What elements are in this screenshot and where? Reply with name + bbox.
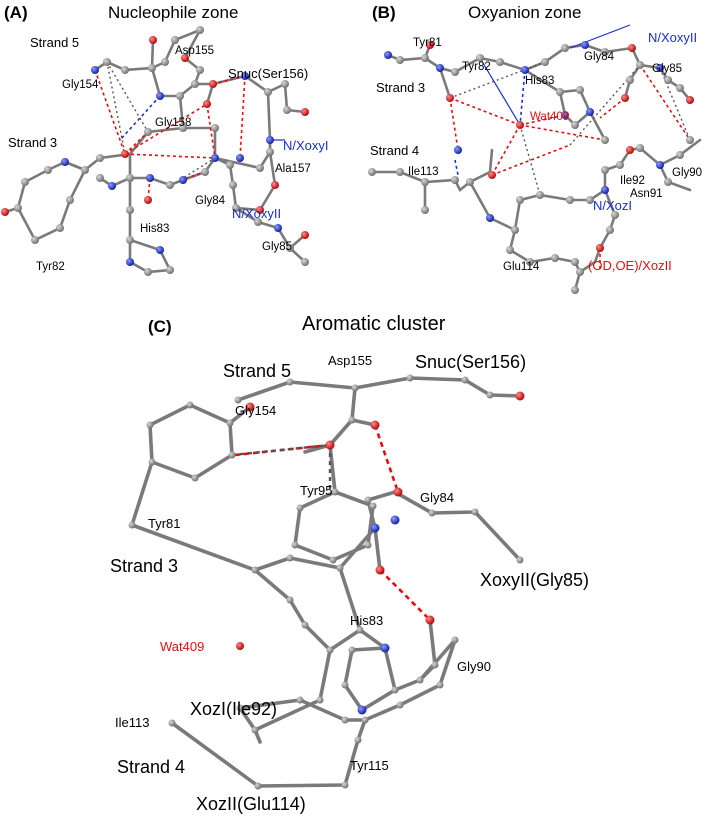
panel-c-title: Aromatic cluster: [302, 313, 446, 335]
label-gly84: Gly84: [195, 195, 226, 207]
label-c-strand4: Strand 4: [117, 757, 185, 777]
panel-c-aromatic-cluster: (C) Aromatic cluster: [110, 313, 589, 814]
label-b-gly85: Gly85: [652, 63, 682, 75]
label-b-tyr82: Tyr82: [462, 61, 491, 73]
label-c-tyr115: Tyr115: [350, 758, 389, 773]
panel-c-bonds: [130, 376, 522, 788]
label-c-tyr81: Tyr81: [148, 516, 181, 531]
label-gly85: Gly85: [262, 241, 292, 253]
label-b-tyr81: Tyr81: [413, 37, 442, 49]
panel-c-letter: (C): [148, 317, 172, 336]
label-b-glu114: Glu114: [503, 261, 540, 273]
panel-b-letter: (B): [372, 3, 396, 22]
label-b-wat409: Wat409: [530, 111, 569, 123]
label-c-strand5: Strand 5: [223, 361, 291, 381]
panel-c-labels: Strand 5 Asp155 Snuc(Ser156) Gly154 Tyr9…: [110, 352, 589, 814]
label-b-gly90: Gly90: [672, 167, 702, 179]
panel-a-labels: Strand 5 Asp155 Snuc(Ser156) Gly154 Gly1…: [8, 35, 329, 273]
label-nxoxy2: N/XoxyII: [232, 206, 281, 221]
label-c-asp155: Asp155: [328, 353, 372, 368]
panel-b-oxyanion-zone: (B) Oxyanion zone: [368, 3, 702, 294]
panel-b-title: Oxyanion zone: [468, 3, 581, 22]
label-c-snuc: Snuc(Ser156): [415, 352, 526, 372]
label-b-ile92: Ile92: [620, 175, 645, 187]
label-tyr82: Tyr82: [36, 261, 65, 273]
panel-a-nucleophile-zone: (A) Nucleophile zone: [1, 3, 329, 276]
label-c-xoxy2: XoxyII(Gly85): [480, 570, 589, 590]
label-ala157: Ala157: [275, 163, 311, 175]
panel-a-atoms: [1, 26, 309, 276]
label-gly154: Gly154: [62, 79, 99, 91]
label-asp155: Asp155: [175, 45, 214, 57]
panel-b-hbonds: [449, 24, 691, 270]
panel-c-atoms: [128, 374, 525, 790]
label-c-xoz2: XozII(Glu114): [196, 794, 306, 814]
label-b-gly84: Gly84: [584, 51, 615, 63]
panel-b-labels: Tyr81 Tyr82 His83 Gly84 N/XoxyII Gly85 S…: [370, 30, 702, 273]
panel-a-letter: (A): [4, 3, 28, 22]
label-b-ile113: Ile113: [408, 166, 438, 178]
label-b-nxoxy2: N/XoxyII: [648, 30, 697, 45]
panel-a-title: Nucleophile zone: [108, 3, 238, 22]
label-his83: His83: [140, 223, 169, 235]
label-b-asn91: Asn91: [630, 188, 663, 200]
label-strand5: Strand 5: [30, 35, 79, 50]
label-c-xoz1: XozI(Ile92): [190, 699, 277, 719]
label-strand3: Strand 3: [8, 135, 57, 150]
label-c-tyr95: Tyr95: [300, 483, 333, 498]
label-b-strand4: Strand 4: [370, 143, 419, 158]
label-c-ile113: Ile113: [115, 715, 149, 730]
label-b-nxoz1: N/XozI: [593, 198, 632, 213]
panel-c-hbonds: [231, 424, 431, 621]
label-c-gly84: Gly84: [420, 490, 454, 505]
label-snuc: Snuc(Ser156): [228, 66, 308, 81]
label-c-gly154: Gly154: [235, 403, 276, 418]
label-b-odoe: (OD,OE)/XozII: [588, 258, 672, 273]
label-c-strand3: Strand 3: [110, 556, 178, 576]
label-gly158: Gly158: [155, 117, 191, 129]
label-b-his83: His83: [525, 75, 554, 87]
label-b-strand3: Strand 3: [376, 80, 425, 95]
label-c-wat409: Wat409: [160, 639, 204, 654]
label-nxoxy1: N/XoxyI: [283, 138, 329, 153]
panel-b-atoms: [368, 41, 694, 294]
label-c-his83: His83: [350, 613, 383, 628]
label-c-gly90: Gly90: [457, 659, 491, 674]
